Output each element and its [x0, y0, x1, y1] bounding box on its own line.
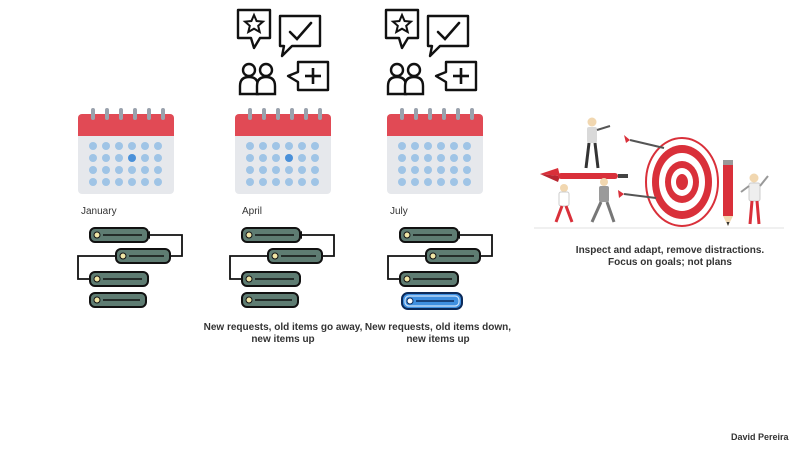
person-icon	[584, 117, 611, 169]
plus-chat-icon	[286, 60, 330, 92]
january-backlog	[72, 226, 192, 314]
goals-illustration	[534, 112, 784, 232]
month-label-april: April	[242, 206, 263, 217]
backlog-diagram	[387, 227, 493, 310]
july-feedback-icons	[382, 6, 482, 98]
april-caption: New requests, old items go away, new ite…	[188, 322, 378, 346]
goals-caption-line1: Inspect and adapt, remove distractions.	[575, 245, 765, 256]
person-icon	[740, 173, 769, 225]
person-icon	[554, 184, 574, 223]
goals-caption-line2: Focus on goals; not plans	[608, 257, 732, 268]
dart-icon	[540, 168, 628, 182]
goals-caption: Inspect and adapt, remove distractions. …	[560, 245, 780, 269]
april-backlog	[224, 226, 344, 314]
people-icon	[238, 62, 277, 96]
star-chat-icon	[384, 8, 420, 50]
april-feedback-icons	[234, 6, 334, 98]
people-icon	[386, 62, 425, 96]
april-caption-line2: new items up	[251, 334, 315, 345]
july-backlog	[382, 226, 502, 314]
backlog-diagram	[77, 227, 183, 308]
month-label-january: January	[81, 206, 117, 217]
july-caption-line2: new items up	[406, 334, 470, 345]
pencil-icon	[723, 160, 733, 226]
calendar-icon	[387, 108, 483, 194]
check-chat-icon	[278, 14, 322, 58]
author-credit: David Pereira	[731, 432, 789, 442]
january-calendar	[77, 108, 175, 196]
july-calendar	[386, 108, 484, 196]
backlog-diagram	[229, 227, 335, 308]
july-caption: New requests, old items down, new items …	[343, 322, 533, 346]
july-caption-line1: New requests, old items down,	[364, 322, 512, 333]
target-icon	[645, 137, 719, 227]
calendar-icon	[235, 108, 331, 194]
month-label-july: July	[390, 206, 408, 217]
calendar-icon	[78, 108, 174, 194]
april-calendar	[234, 108, 332, 196]
plus-chat-icon	[434, 60, 478, 92]
star-chat-icon	[236, 8, 272, 50]
april-caption-line1: New requests, old items go away,	[203, 322, 363, 333]
check-chat-icon	[426, 14, 470, 58]
person-icon	[590, 178, 616, 223]
